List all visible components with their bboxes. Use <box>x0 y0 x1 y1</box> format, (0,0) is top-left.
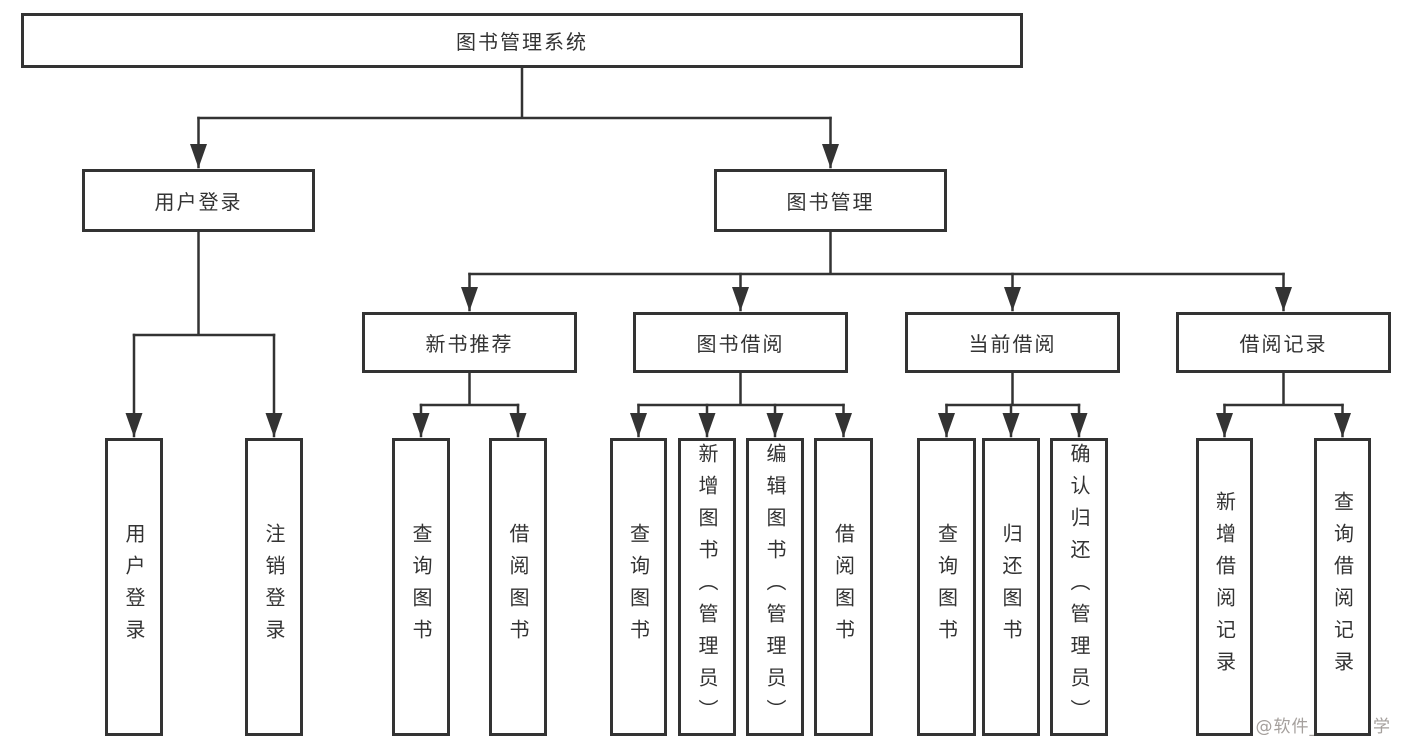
node-label-user-login-v: 用户登录 <box>122 523 146 651</box>
node-label-query-books-3: 查询图书 <box>934 523 959 651</box>
node-label-current-borrow: 当前借阅 <box>968 332 1057 356</box>
node-label-new-book-rec: 新书推荐 <box>425 332 514 356</box>
node-confirm-return-admin: 确认归还（管理员） <box>1050 438 1108 736</box>
node-label-book-manage: 图书管理 <box>786 190 875 214</box>
node-query-books-3: 查询图书 <box>917 438 976 736</box>
node-edit-books-admin: 编辑图书（管理员） <box>746 438 804 736</box>
node-current-borrow: 当前借阅 <box>905 312 1120 373</box>
node-add-books-admin: 新增图书（管理员） <box>678 438 736 736</box>
node-label-logout-v: 注销登录 <box>262 523 286 651</box>
node-label-root: 图书管理系统 <box>456 30 588 54</box>
node-borrow-books-1: 借阅图书 <box>489 438 547 736</box>
node-label-edit-books-admin: 编辑图书（管理员） <box>763 443 787 731</box>
node-label-user-login: 用户登录 <box>154 190 243 214</box>
edge-book-borrow <box>637 371 845 407</box>
node-book-borrow: 图书借阅 <box>633 312 848 373</box>
node-borrow-books-2: 借阅图书 <box>814 438 873 736</box>
node-query-books-1: 查询图书 <box>392 438 450 736</box>
node-label-return-books: 归还图书 <box>999 523 1023 651</box>
node-add-borrow-record: 新增借阅记录 <box>1196 438 1253 736</box>
node-user-login: 用户登录 <box>82 169 315 232</box>
node-label-query-books-2: 查询图书 <box>626 523 651 651</box>
edge-user-login <box>132 230 276 337</box>
node-label-add-borrow-record: 新增借阅记录 <box>1212 491 1237 683</box>
node-label-book-borrow: 图书借阅 <box>696 332 785 356</box>
node-return-books: 归还图书 <box>982 438 1040 736</box>
node-logout-v: 注销登录 <box>245 438 303 736</box>
node-borrow-records: 借阅记录 <box>1176 312 1391 373</box>
edge-current-borrow <box>945 371 1081 407</box>
node-label-borrow-records: 借阅记录 <box>1239 332 1328 356</box>
node-book-manage: 图书管理 <box>714 169 947 232</box>
connector-lines <box>125 66 1351 438</box>
edge-book-manage <box>468 230 1285 276</box>
node-new-book-rec: 新书推荐 <box>362 312 577 373</box>
node-label-add-books-admin: 新增图书（管理员） <box>695 443 719 731</box>
node-label-confirm-return-admin: 确认归还（管理员） <box>1067 443 1091 731</box>
edge-new-book-rec <box>419 371 520 407</box>
node-label-query-borrow-record: 查询借阅记录 <box>1330 491 1355 683</box>
node-root: 图书管理系统 <box>21 13 1023 68</box>
node-label-query-books-1: 查询图书 <box>409 523 433 651</box>
node-label-borrow-books-2: 借阅图书 <box>831 523 856 651</box>
node-query-books-2: 查询图书 <box>610 438 667 736</box>
edge-borrow-records <box>1223 371 1344 407</box>
node-query-borrow-record: 查询借阅记录 <box>1314 438 1371 736</box>
edge-root <box>197 66 832 120</box>
node-label-borrow-books-1: 借阅图书 <box>506 523 530 651</box>
node-user-login-v: 用户登录 <box>105 438 163 736</box>
